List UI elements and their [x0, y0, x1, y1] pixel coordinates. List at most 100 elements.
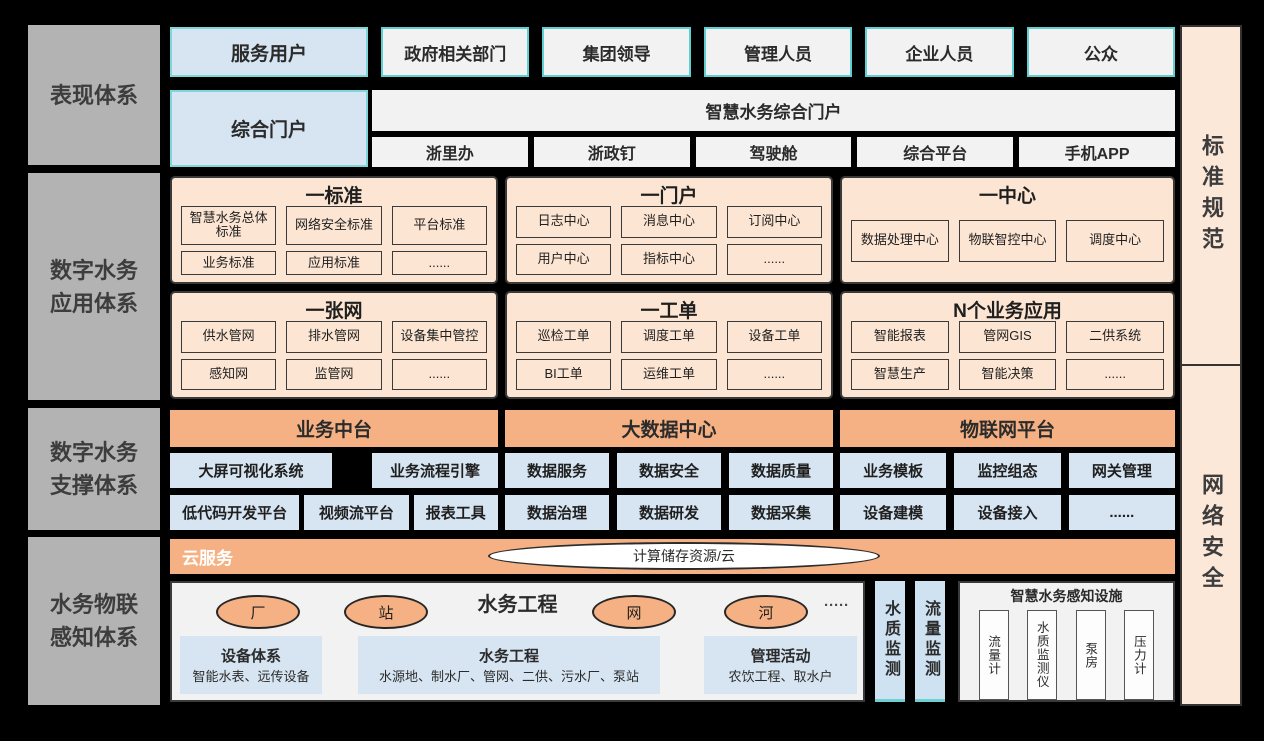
channel-platform: 综合平台 [857, 137, 1014, 167]
platform-business-middle: 业务中台 大屏可视化系统 业务流程引擎 低代码开发平台 视频流平台 报表工具 [170, 410, 498, 530]
gap [945, 581, 958, 702]
cell: 数据采集 [729, 495, 833, 530]
item: 调度工单 [621, 321, 717, 353]
platform-header: 大数据中心 [505, 410, 833, 447]
item: BI工单 [516, 358, 612, 390]
platform-row: 业务模板 监控组态 网关管理 [840, 453, 1175, 488]
item: 监管网 [286, 358, 382, 390]
group-items: 智慧水务总体标准 网络安全标准 平台标准 业务标准 应用标准 ...... [181, 206, 487, 275]
item-ellipsis: ...... [726, 243, 822, 275]
platform-row: 大屏可视化系统 业务流程引擎 [170, 453, 498, 488]
item: 设备工单 [726, 321, 822, 353]
item: 平台标准 [391, 206, 487, 245]
platform-header: 业务中台 [170, 410, 498, 447]
device-flow-meter: 流量计 [978, 610, 1009, 700]
group-title: 一标准 [305, 186, 363, 207]
cell: 设备建模 [840, 495, 947, 530]
group-title: N个业务应用 [953, 301, 1062, 322]
item-ellipsis: ...... [1066, 358, 1164, 390]
rail-label: 数字水务 应用体系 [49, 257, 138, 316]
group-one-network: 一张网 供水管网 排水管网 设备集中管控 感知网 监管网 ...... [170, 291, 498, 399]
monitor-label: 流量监测 [922, 600, 939, 680]
group-items: 日志中心 消息中心 订阅中心 用户中心 指标中心 ...... [516, 206, 822, 275]
platform-row: 低代码开发平台 视频流平台 报表工具 [170, 495, 498, 530]
item: 物联智控中心 [958, 219, 1057, 262]
fgroup-title: 设备体系 [220, 648, 281, 665]
perception-bottom-row: 水务工程 厂 站 网 河 ····· 设备体系 智能水表、远传设备 水务工程 水… [170, 581, 1175, 702]
devices-row: 流量计 水质监测仪 泵房 压力计 [960, 610, 1173, 700]
item: 数据处理中心 [851, 219, 949, 262]
cell: 业务模板 [840, 453, 947, 488]
group-title: 一中心 [978, 186, 1036, 207]
channel-mobile-app: 手机APP [1019, 137, 1175, 167]
fgroup-subtitle: 农饮工程、取水户 [728, 669, 833, 684]
user-managers: 管理人员 [703, 27, 853, 77]
item: 消息中心 [621, 206, 717, 238]
cell: 数据治理 [505, 495, 609, 530]
flow-monitor-bar: 流量监测 [915, 581, 945, 702]
rail-support-layer: 数字水务 支撑体系 [28, 408, 160, 530]
item-ellipsis: ...... [391, 250, 487, 275]
group-title: 一张网 [305, 301, 363, 322]
rail-application-layer: 数字水务 应用体系 [28, 173, 160, 400]
presentation-section: 服务用户 政府相关部门 集团领导 管理人员 企业人员 公众 综合门户 智慧水务综… [170, 25, 1176, 167]
cell: 低代码开发平台 [170, 495, 300, 530]
device-system-group: 设备体系 智能水表、远传设备 [180, 636, 322, 694]
rail-label: 表现体系 [49, 82, 138, 108]
item: 供水管网 [181, 321, 277, 353]
compute-storage-cloud-ellipse: 计算储存资源/云 [488, 542, 880, 570]
item: 调度中心 [1066, 219, 1164, 262]
device-pressure-gauge: 压力计 [1124, 610, 1155, 700]
user-enterprise: 企业人员 [865, 27, 1014, 77]
fgroup-subtitle: 智能水表、远传设备 [192, 669, 310, 684]
device-label: 水质监测仪 [1034, 621, 1049, 689]
group-one-center: 一中心 数据处理中心 物联智控中心 调度中心 [840, 176, 1175, 284]
water-engineering-group: 水务工程 水源地、制水厂、管网、二供、污水厂、泵站 [358, 636, 660, 694]
support-section: 业务中台 大屏可视化系统 业务流程引擎 低代码开发平台 视频流平台 报表工具 大… [170, 410, 1175, 530]
network-security-label: 网络安全 [1199, 473, 1224, 597]
device-label: 流量计 [986, 634, 1001, 676]
user-group-leaders: 集团领导 [542, 27, 691, 77]
gap [905, 581, 915, 702]
sensing-title: 智慧水务感知设施 [1010, 588, 1123, 604]
gap [865, 581, 875, 702]
platform-row: 数据治理 数据研发 数据采集 [505, 495, 833, 530]
service-users-box: 服务用户 [170, 27, 368, 77]
item: 应用标准 [286, 250, 382, 275]
device-pump-house: 泵房 [1075, 610, 1106, 700]
platform-iot: 物联网平台 业务模板 监控组态 网关管理 设备建模 设备接入 ...... [840, 410, 1175, 530]
item-ellipsis: ...... [726, 358, 822, 390]
spacer [340, 453, 364, 488]
perception-section: 云服务 计算储存资源/云 水务工程 厂 站 网 河 ····· 设备体系 智能水… [170, 539, 1175, 702]
cell: 数据服务 [505, 453, 609, 488]
channel-zhezhengding: 浙政钉 [533, 137, 690, 167]
node-plant-ellipse: 厂 [216, 595, 300, 629]
monitor-label: 水质监测 [882, 600, 899, 680]
network-security-segment: 网络安全 [1182, 366, 1240, 704]
standards-label: 标准规范 [1199, 133, 1224, 258]
item: 日志中心 [516, 206, 612, 238]
cell: 数据安全 [617, 453, 721, 488]
cell: 设备接入 [954, 495, 1061, 530]
management-activity-group: 管理活动 农饮工程、取水户 [704, 636, 857, 694]
smart-water-portal-banner: 智慧水务综合门户 [372, 90, 1175, 131]
item: 指标中心 [621, 243, 717, 275]
fgroup-title: 水务工程 [478, 648, 539, 665]
portal-box: 综合门户 [170, 90, 368, 167]
item: 智慧水务总体标准 [181, 206, 277, 245]
group-title: 一工单 [640, 301, 698, 322]
item: 管网GIS [958, 321, 1057, 353]
user-government: 政府相关部门 [381, 27, 530, 77]
platform-header: 物联网平台 [840, 410, 1175, 447]
item: 巡检工单 [516, 321, 612, 353]
channel-cockpit: 驾驶舱 [695, 137, 852, 167]
portal-channels-row: 浙里办 浙政钉 驾驶舱 综合平台 手机APP [372, 137, 1175, 167]
item-ellipsis: ...... [391, 358, 487, 390]
item: 二供系统 [1066, 321, 1164, 353]
group-items: 数据处理中心 物联智控中心 调度中心 [851, 219, 1164, 262]
group-one-workorder: 一工单 巡检工单 调度工单 设备工单 BI工单 运维工单 ...... [505, 291, 833, 399]
item: 设备集中管控 [391, 321, 487, 353]
cloud-service-label: 云服务 [182, 549, 233, 568]
item: 网络安全标准 [286, 206, 382, 245]
